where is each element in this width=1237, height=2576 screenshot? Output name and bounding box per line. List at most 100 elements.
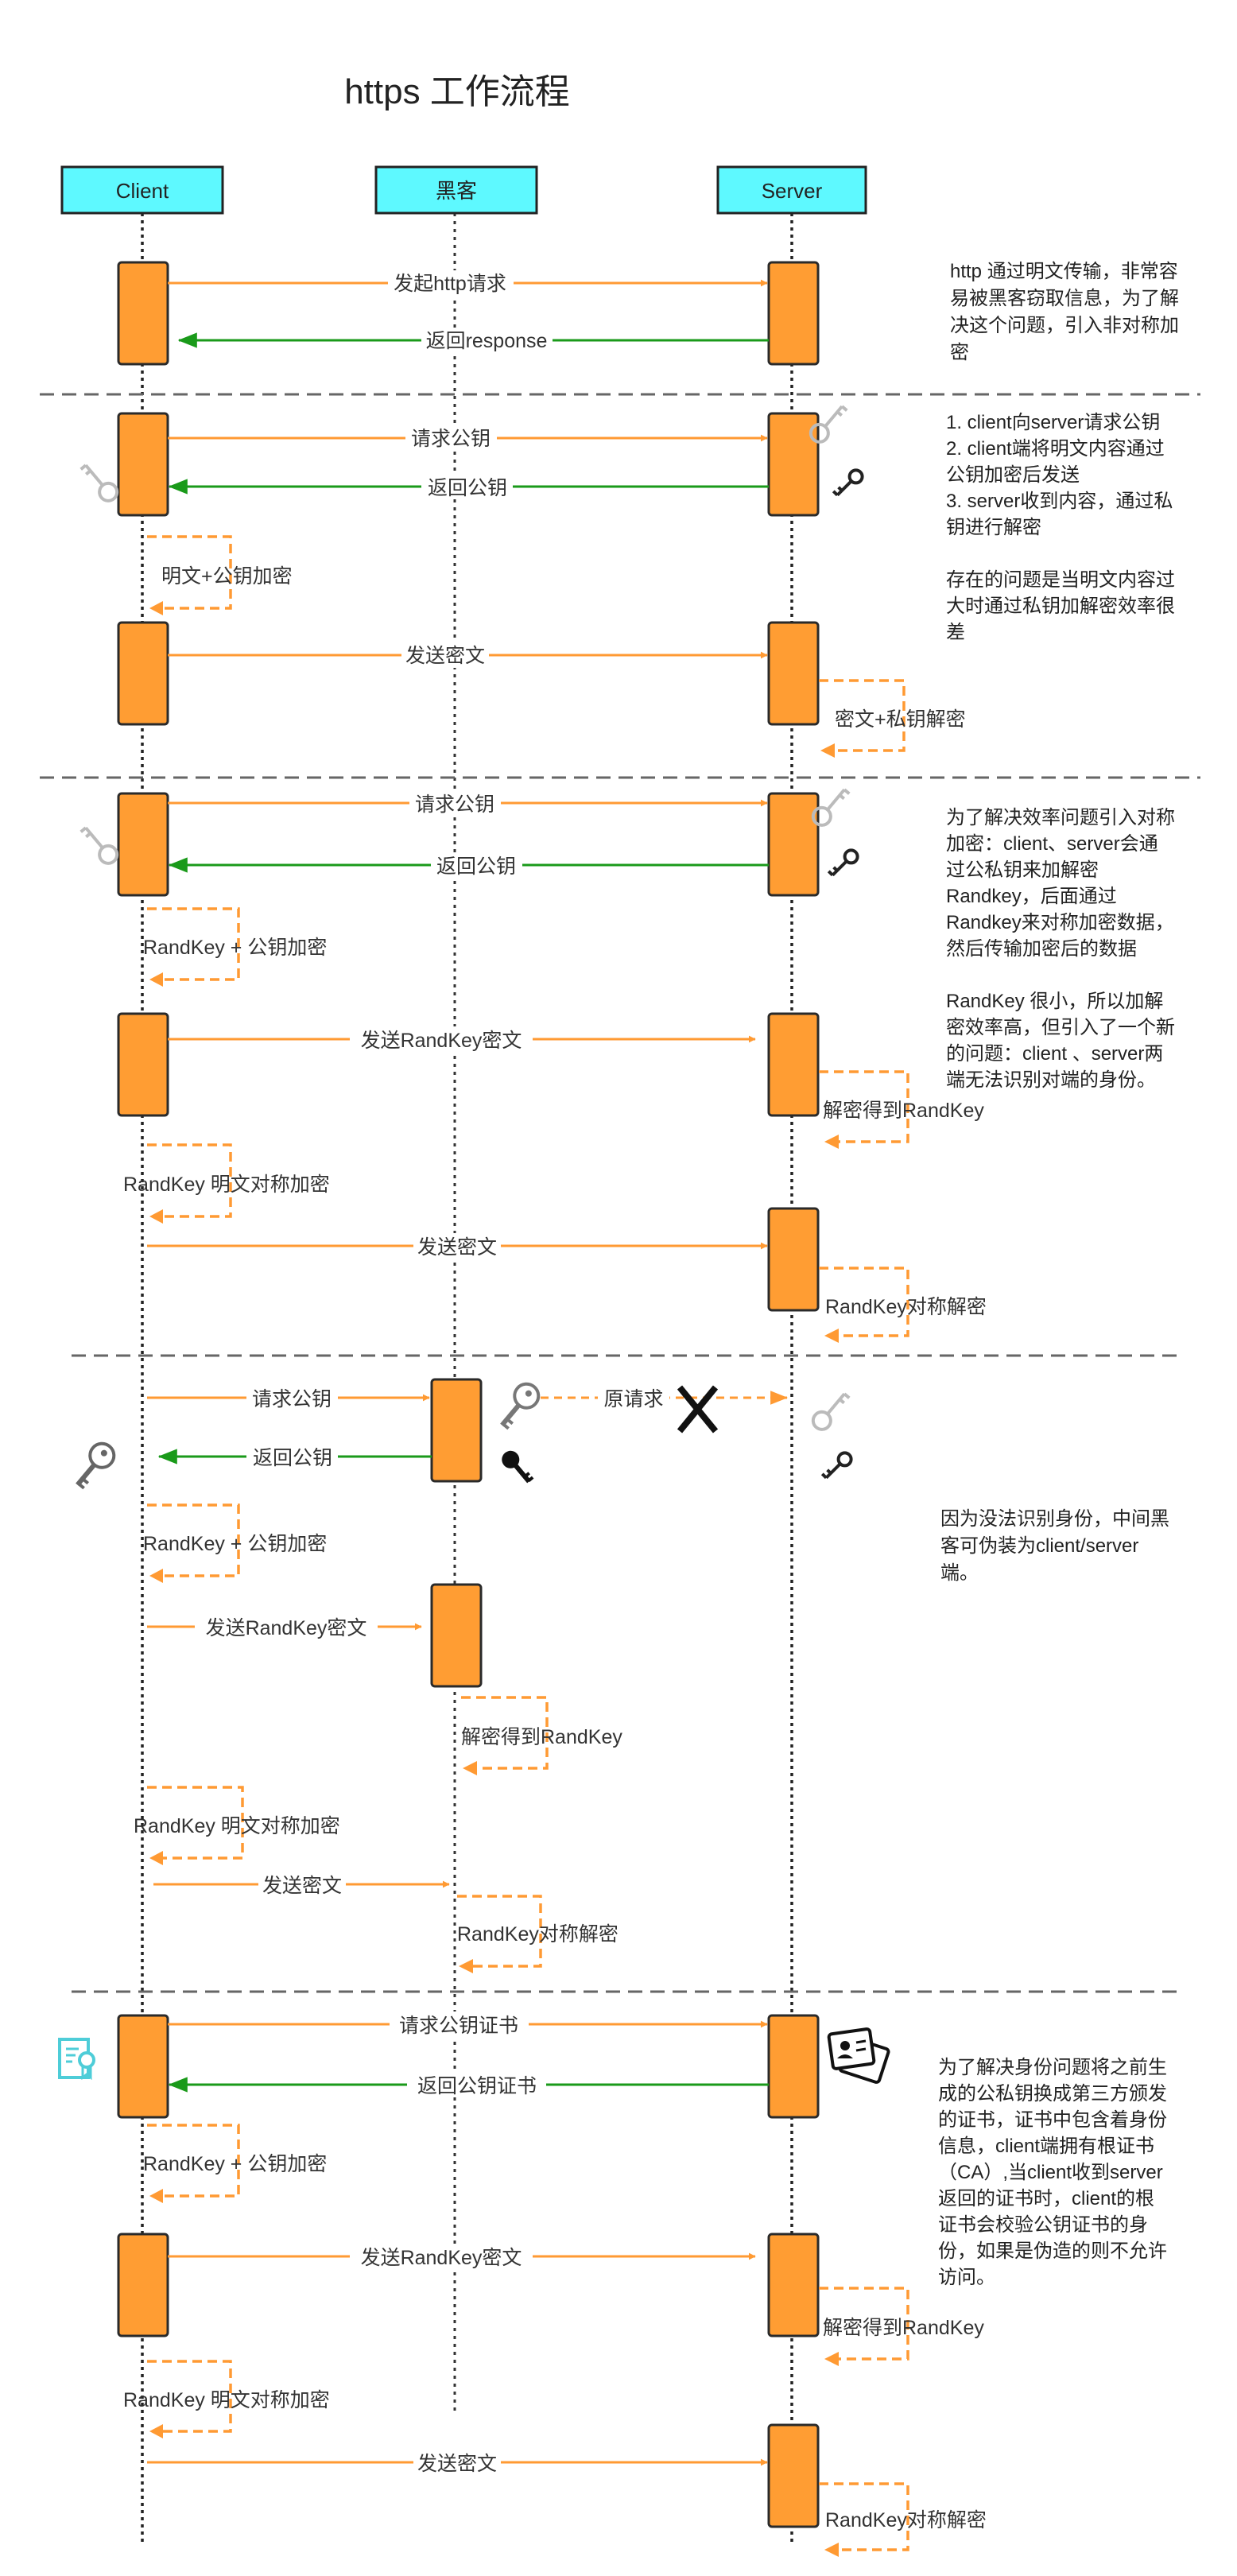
key-outline-icon xyxy=(79,826,119,865)
message-label: 发送密文 xyxy=(405,645,485,667)
message-label: 请求公钥 xyxy=(415,793,494,816)
key-solid-icon xyxy=(827,848,859,877)
self-loop xyxy=(147,1786,244,1860)
actor-hacker: 黑客 xyxy=(374,165,538,215)
svg-text:然后传输加密后的数据: 然后传输加密后的数据 xyxy=(946,938,1137,960)
svg-text:RandKey 很小，所以加解: RandKey 很小，所以加解 xyxy=(946,991,1163,1012)
server-activation xyxy=(767,792,820,897)
svg-text:http 通过明文传输，非常容: http 通过明文传输，非常容 xyxy=(950,261,1178,282)
svg-text:密: 密 xyxy=(950,342,969,363)
client-activation xyxy=(117,261,169,366)
svg-text:为了解决身份问题将之前生: 为了解决身份问题将之前生 xyxy=(938,2057,1167,2078)
client-activation xyxy=(117,412,169,517)
key-outline-icon xyxy=(809,405,848,444)
key-outline-icon xyxy=(811,788,851,827)
page-title: https 工作流程 xyxy=(344,72,570,111)
self-message-label: 解密得到RandKey xyxy=(461,1726,622,1748)
svg-text:端无法识别对端的身份。: 端无法识别对端的身份。 xyxy=(946,1069,1156,1091)
server-activation xyxy=(767,2423,820,2528)
note-section-2: 1. client向server请求公钥 2. client端将明文内容通过 公… xyxy=(946,412,1175,643)
server-activation xyxy=(767,261,820,366)
note-section-4: 因为没法识别身份，中间黑 客可伪装为client/server 端。 xyxy=(940,1508,1169,1584)
self-loop xyxy=(819,1070,909,1143)
self-loop xyxy=(457,1895,542,1968)
message-label: 请求公钥 xyxy=(411,428,491,450)
client-activation xyxy=(117,1012,169,1117)
svg-text:的证书，证书中包含着身份: 的证书，证书中包含着身份 xyxy=(938,2109,1167,2131)
key-solid-icon xyxy=(832,468,864,497)
message-label: 发送密文 xyxy=(417,2453,497,2475)
key-solid-icon xyxy=(820,1451,853,1480)
svg-text:因为没法识别身份，中间黑: 因为没法识别身份，中间黑 xyxy=(940,1508,1169,1530)
actor-hacker-label: 黑客 xyxy=(436,179,477,203)
svg-text:的问题：client 、server两: 的问题：client 、server两 xyxy=(946,1043,1163,1065)
certificate-icon xyxy=(58,2038,95,2081)
svg-text:公钥加密后发送: 公钥加密后发送 xyxy=(946,464,1080,486)
server-activation xyxy=(767,621,820,726)
svg-text:1. client向server请求公钥: 1. client向server请求公钥 xyxy=(946,412,1160,433)
self-loop xyxy=(147,2124,240,2198)
svg-text:过公私钥来加解密: 过公私钥来加解密 xyxy=(946,859,1099,881)
message-label: 发送RandKey密文 xyxy=(206,1617,367,1639)
self-loop xyxy=(819,2482,909,2551)
svg-text:决这个问题，引入非对称加: 决这个问题，引入非对称加 xyxy=(950,315,1179,336)
svg-text:差: 差 xyxy=(946,622,965,643)
svg-text:Randkey，后面通过: Randkey，后面通过 xyxy=(946,886,1117,907)
id-card-icon xyxy=(827,2027,890,2084)
message-label: 返回公钥 xyxy=(436,855,516,878)
self-loop xyxy=(147,907,240,981)
client-activation xyxy=(117,792,169,897)
self-message-label: RandKey 明文对称加密 xyxy=(123,2389,330,2411)
self-message-label: 明文+公钥加密 xyxy=(161,565,293,588)
svg-text:Randkey来对称加密数据，: Randkey来对称加密数据， xyxy=(946,912,1174,933)
message-label: 发送密文 xyxy=(417,1236,497,1259)
server-activation xyxy=(767,1207,820,1312)
svg-text:成的公私钥换成第三方颁发: 成的公私钥换成第三方颁发 xyxy=(938,2083,1167,2105)
message-label: 发送密文 xyxy=(262,1875,342,1897)
self-message-label: 解密得到RandKey xyxy=(823,2317,984,2339)
svg-text:端。: 端。 xyxy=(940,1562,979,1584)
key-outline-icon xyxy=(79,464,119,502)
svg-text:返回的证书时，client的根: 返回的证书时，client的根 xyxy=(938,2188,1154,2209)
svg-text:大时通过私钥加解密效率很: 大时通过私钥加解密效率很 xyxy=(946,596,1175,617)
svg-text:为了解决效率问题引入对称: 为了解决效率问题引入对称 xyxy=(946,807,1175,828)
svg-text:访问。: 访问。 xyxy=(938,2267,995,2288)
note-section-1: http 通过明文传输，非常容 易被黑客窃取信息，为了解 决这个问题，引入非对称… xyxy=(950,261,1179,363)
message-label: 返回公钥证书 xyxy=(417,2075,537,2097)
message-label: 请求公钥证书 xyxy=(399,2015,518,2037)
server-activation xyxy=(767,1012,820,1117)
actor-client: Client xyxy=(60,165,224,215)
self-message-label: 解密得到RandKey xyxy=(823,1100,984,1122)
key-large-icon xyxy=(76,1441,116,1490)
svg-text:易被黑客窃取信息，为了解: 易被黑客窃取信息，为了解 xyxy=(950,288,1179,309)
svg-text:钥进行解密: 钥进行解密 xyxy=(946,517,1041,538)
self-message-label: RandKey对称解密 xyxy=(825,1296,987,1318)
svg-text:存在的问题是当明文内容过: 存在的问题是当明文内容过 xyxy=(946,569,1175,591)
self-loop xyxy=(147,1503,240,1577)
note-section-3: 为了解决效率问题引入对称 加密：client、server会通 过公私钥来加解密… xyxy=(946,807,1175,1091)
svg-text:2. client端将明文内容通过: 2. client端将明文内容通过 xyxy=(946,438,1165,460)
message-label: 返回公钥 xyxy=(253,1447,332,1469)
svg-text:（CA）,当client收到server: （CA）,当client收到server xyxy=(938,2162,1163,2183)
message-label: 返回公钥 xyxy=(428,477,507,499)
actor-client-label: Client xyxy=(116,179,169,203)
message-label: 发起http请求 xyxy=(394,273,506,295)
self-loop xyxy=(461,1696,549,1770)
self-loop xyxy=(147,535,232,610)
note-section-5: 为了解决身份问题将之前生 成的公私钥换成第三方颁发 的证书，证书中包含着身份 信… xyxy=(938,2057,1167,2288)
svg-text:3. server收到内容，通过私: 3. server收到内容，通过私 xyxy=(946,491,1173,512)
svg-text:密效率高，但引入了一个新: 密效率高，但引入了一个新 xyxy=(946,1017,1175,1038)
hacker-activation xyxy=(430,1583,483,1688)
self-message-label: RandKey对称解密 xyxy=(825,2509,987,2531)
self-message-label: RandKey + 公钥加密 xyxy=(143,1533,327,1555)
message-label: 请求公钥 xyxy=(252,1388,332,1410)
actor-server-label: Server xyxy=(762,179,823,203)
message-label: 原请求 xyxy=(603,1388,663,1410)
svg-text:份，如果是伪造的则不允许: 份，如果是伪造的则不允许 xyxy=(938,2240,1167,2262)
server-activation xyxy=(767,2233,820,2337)
self-message-label: RandKey 明文对称加密 xyxy=(134,1815,340,1837)
svg-text:信息，client端拥有根证书: 信息，client端拥有根证书 xyxy=(938,2136,1154,2157)
client-activation xyxy=(117,2233,169,2337)
key-solid-icon xyxy=(502,1450,534,1484)
